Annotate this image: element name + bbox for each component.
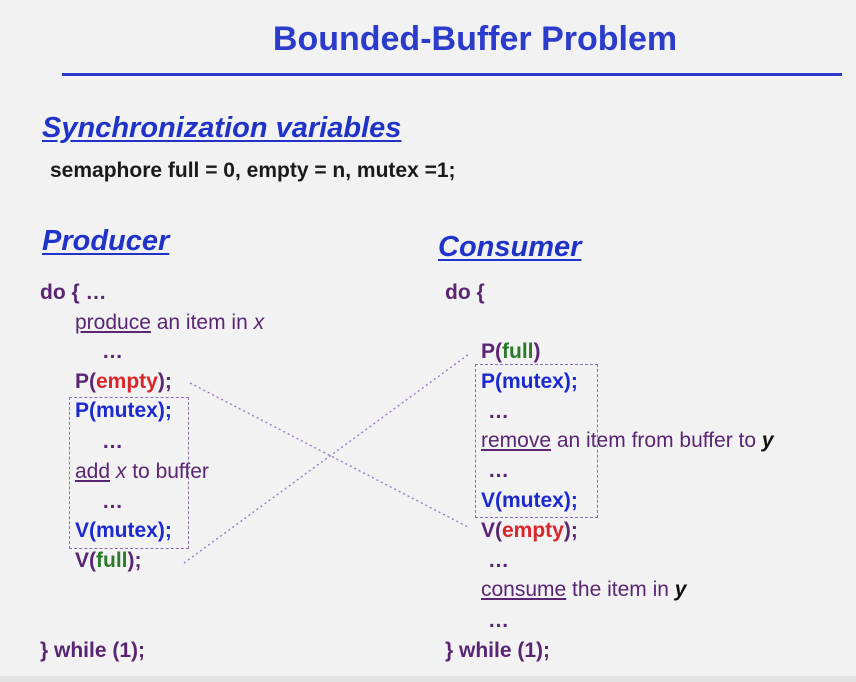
remove-rest: an item from buffer to [551,429,762,452]
empty-semaphore: empty [96,370,158,393]
remove-word: remove [481,429,552,452]
p-close: ); [157,370,172,393]
bottom-strip [0,676,856,682]
producer-dots-2: … [102,430,123,453]
p-open: P( [75,370,96,393]
consumer-consume-line: consume the item in y [481,578,686,602]
full-semaphore: full [502,340,534,363]
consumer-critical-section-box [475,364,598,518]
semaphore-declaration: semaphore full = 0, empty = n, mutex =1; [50,159,456,182]
consumer-p-full: P(full) [481,340,541,364]
produce-rest: an item in [150,311,254,334]
empty-semaphore: empty [502,519,564,542]
v-open: V( [75,549,96,572]
producer-produce-line: produce an item in x [75,311,264,335]
consumer-dots-1: … [488,400,509,423]
p-close: ) [533,340,541,363]
producer-dots-3: … [102,490,123,513]
producer-while: } while (1); [40,639,146,662]
consumer-dots-4: … [488,609,509,632]
producer-v-mutex: V(mutex); [75,519,172,542]
var-x: x [253,311,265,334]
sync-heading: Synchronization variables [42,112,402,144]
consumer-p-mutex: P(mutex); [481,370,578,393]
title-rule [62,73,842,76]
producer-v-full: V(full); [75,549,142,573]
produce-word: produce [75,311,151,334]
producer-critical-section-box [69,397,189,549]
consumer-while: } while (1); [445,639,551,662]
add-x: x [110,460,127,483]
page-title: Bounded-Buffer Problem [272,20,678,58]
var-y: y [674,578,687,601]
var-y: y [761,429,774,452]
consumer-dots-2: … [488,459,509,482]
producer-p-mutex: P(mutex); [75,399,172,422]
add-word: add [75,460,111,483]
consumer-do: do { [445,281,485,304]
producer-add-line: add x to buffer [75,460,209,484]
consume-rest: the item in [566,578,675,601]
p-open: P( [481,340,502,363]
consume-word: consume [481,578,567,601]
consumer-v-mutex: V(mutex); [481,489,578,512]
full-semaphore: full [96,549,128,572]
producer-do: do { … [40,281,107,304]
producer-heading: Producer [42,225,170,257]
consumer-remove-line: remove an item from buffer to y [481,429,774,453]
full-connector-line [183,353,470,564]
v-open: V( [481,519,502,542]
consumer-heading: Consumer [438,231,582,263]
consumer-dots-3: … [488,549,509,572]
consumer-v-empty: V(empty); [481,519,578,543]
v-close: ); [563,519,578,542]
add-rest: to buffer [126,460,209,483]
v-close: ); [127,549,142,572]
producer-dots-1: … [102,340,123,363]
producer-p-empty: P(empty); [75,370,172,394]
empty-connector-line [189,382,469,528]
